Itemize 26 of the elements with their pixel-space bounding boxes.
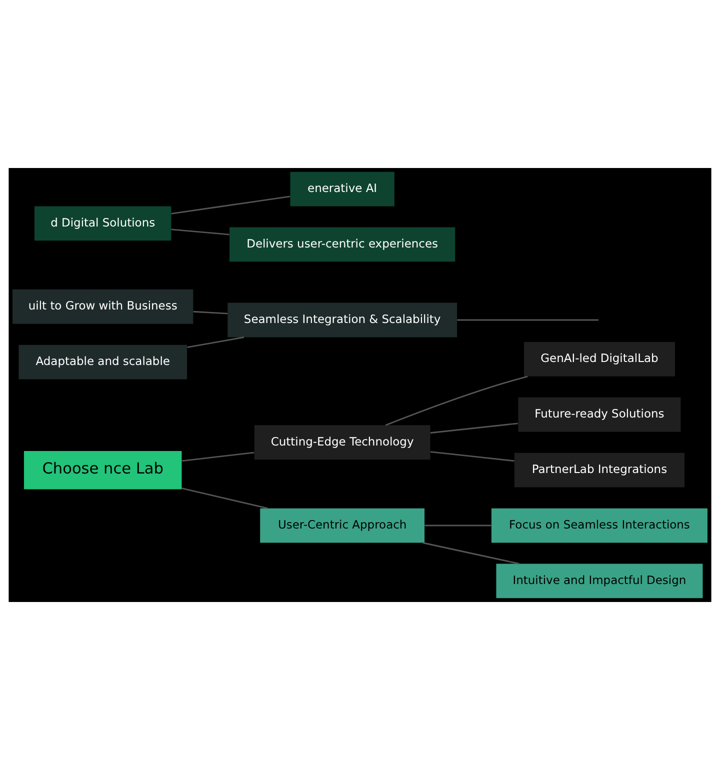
node-box: uilt to Grow with Business xyxy=(12,289,194,324)
node-box: User-Centric Approach xyxy=(260,508,425,543)
connector xyxy=(430,451,514,462)
connector xyxy=(182,452,254,462)
node-box: GenAI-led DigitalLab xyxy=(524,342,675,376)
connector xyxy=(182,488,268,510)
connector xyxy=(193,310,228,314)
connector xyxy=(424,524,492,526)
connector xyxy=(171,196,290,214)
node-box: d Digital Solutions xyxy=(34,206,172,241)
node-box: Future-ready Solutions xyxy=(518,397,681,432)
node-box: Focus on Seamless Interactions xyxy=(491,508,708,543)
node-box: Adaptable and scalable xyxy=(18,344,187,380)
connector xyxy=(171,228,230,236)
node-box: Intuitive and Impactful Design xyxy=(496,564,703,598)
connector xyxy=(187,336,244,348)
node-box: Seamless Integration & Scalability xyxy=(228,302,458,338)
node-box: Cutting-Edge Technology xyxy=(254,425,430,460)
connector xyxy=(457,319,598,321)
node-box: enerative AI xyxy=(290,172,394,206)
node-box: Delivers user-centric experiences xyxy=(230,227,456,262)
connector xyxy=(385,376,528,426)
connector xyxy=(430,422,518,434)
connector xyxy=(422,542,520,564)
node-box: Choose nce Lab xyxy=(24,450,182,490)
node-box: PartnerLab Integrations xyxy=(514,452,685,488)
